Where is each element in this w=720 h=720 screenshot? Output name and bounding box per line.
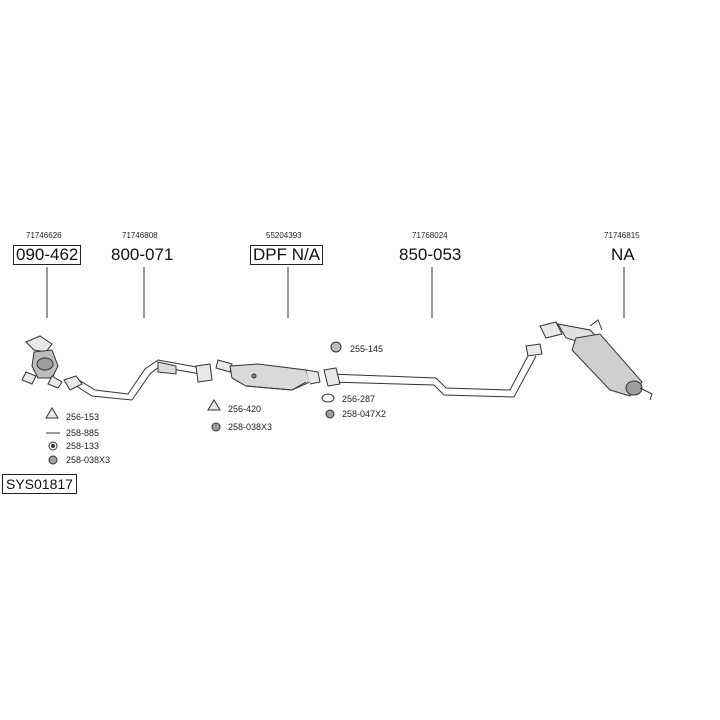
- system-code: SYS01817: [2, 474, 77, 494]
- oem-number-1: 71746626: [26, 231, 62, 240]
- ring-gasket-icon: [321, 393, 335, 403]
- gasket-triangle-icon: [45, 407, 59, 419]
- accessory-code-2[interactable]: 258-885: [66, 428, 100, 438]
- front-pipe[interactable]: [63, 359, 213, 401]
- rubber-mount-icon: [330, 341, 342, 353]
- nut-icon: [325, 409, 335, 419]
- nut-icon: [211, 422, 221, 432]
- oem-number-5: 71746815: [604, 231, 640, 240]
- diesel-particulate-filter[interactable]: [215, 359, 321, 391]
- part-number-5[interactable]: NA: [611, 245, 635, 264]
- part-number-4[interactable]: 850-053: [399, 245, 462, 264]
- catalytic-converter[interactable]: [21, 335, 63, 389]
- oem-number-3: 55204393: [266, 231, 302, 240]
- part-number-3[interactable]: DPF N/A: [250, 245, 324, 265]
- accessory-code-7[interactable]: 255-145: [350, 344, 384, 354]
- accessory-code-4[interactable]: 258-038X3: [66, 455, 111, 465]
- oem-number-4: 71768024: [412, 231, 448, 240]
- accessory-code-9[interactable]: 258-047X2: [342, 409, 387, 419]
- rear-silencer[interactable]: [539, 319, 653, 401]
- part-number-1[interactable]: 090-462: [13, 245, 82, 265]
- accessory-code-5[interactable]: 256-420: [228, 404, 262, 414]
- accessory-code-3[interactable]: 258-133: [66, 441, 100, 451]
- part-number-2[interactable]: 800-071: [111, 245, 174, 264]
- nut-icon: [48, 455, 58, 465]
- accessory-code-1[interactable]: 256-153: [66, 412, 100, 422]
- accessory-code-6[interactable]: 258-038X3: [228, 422, 273, 432]
- gasket-triangle-icon: [207, 399, 221, 411]
- accessory-code-8[interactable]: 256-287: [342, 394, 376, 404]
- oem-number-2: 71746808: [122, 231, 158, 240]
- center-pipe[interactable]: [323, 343, 543, 398]
